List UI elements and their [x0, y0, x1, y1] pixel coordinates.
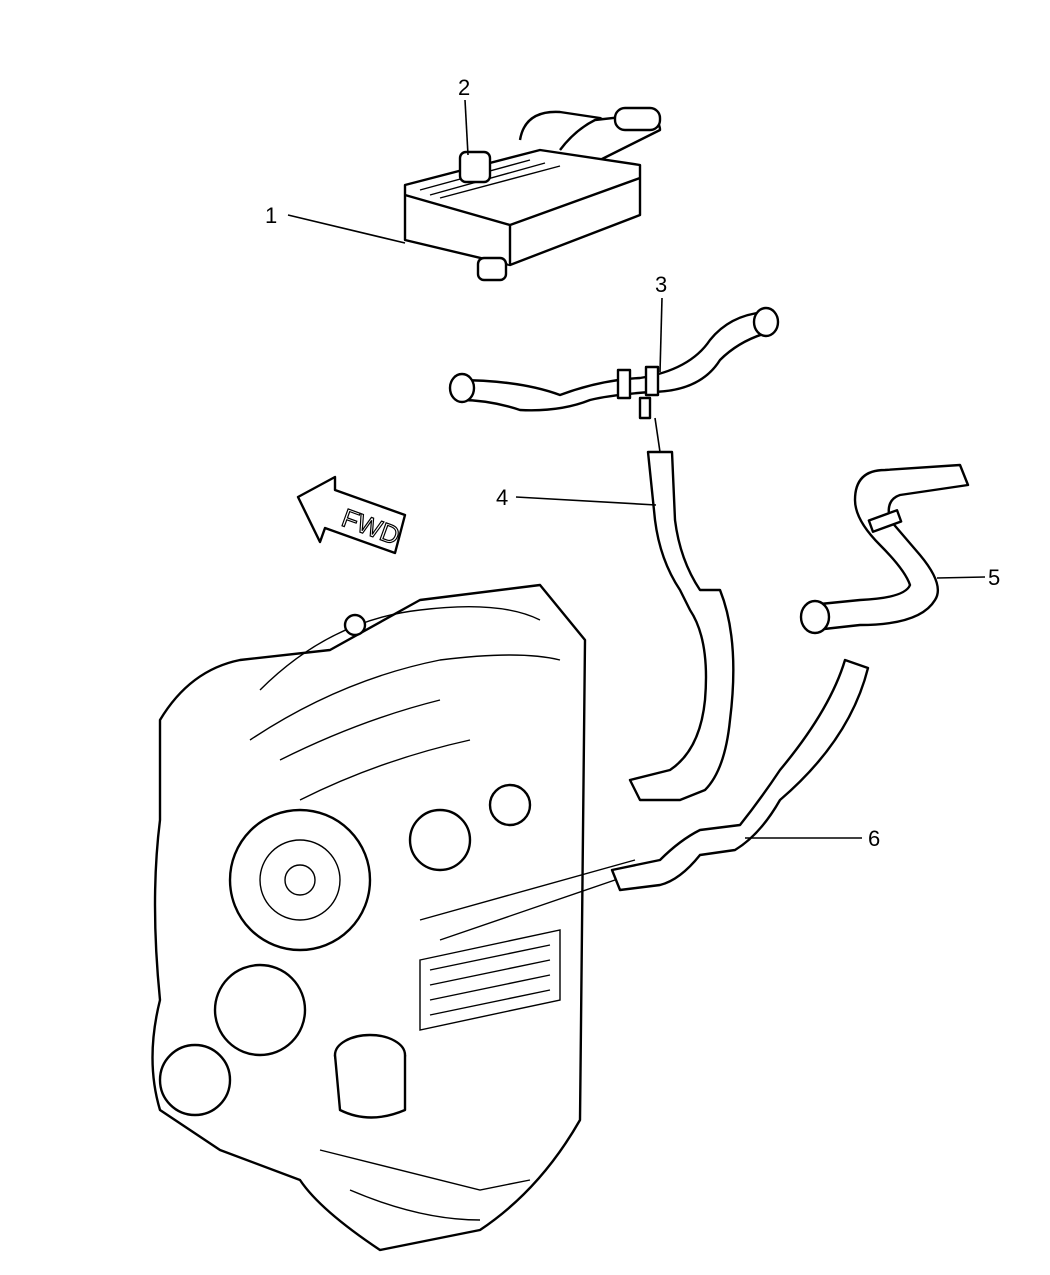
- oil-cooler-part: [403, 106, 662, 282]
- leader-lines: [287, 99, 986, 839]
- engine-assembly: [151, 583, 636, 1252]
- callout-4: 4: [496, 485, 508, 510]
- hose-3-part: [448, 306, 780, 420]
- callout-1: 1: [265, 203, 277, 228]
- hose-6-part: [610, 658, 870, 892]
- forward-direction-arrow: FWD: [296, 475, 407, 555]
- hose-5-part: [799, 463, 970, 635]
- callout-3: 3: [655, 272, 667, 297]
- hose-4-part: [628, 450, 735, 802]
- callout-6: 6: [868, 826, 880, 851]
- callout-5: 5: [988, 565, 1000, 590]
- callout-2: 2: [458, 75, 470, 100]
